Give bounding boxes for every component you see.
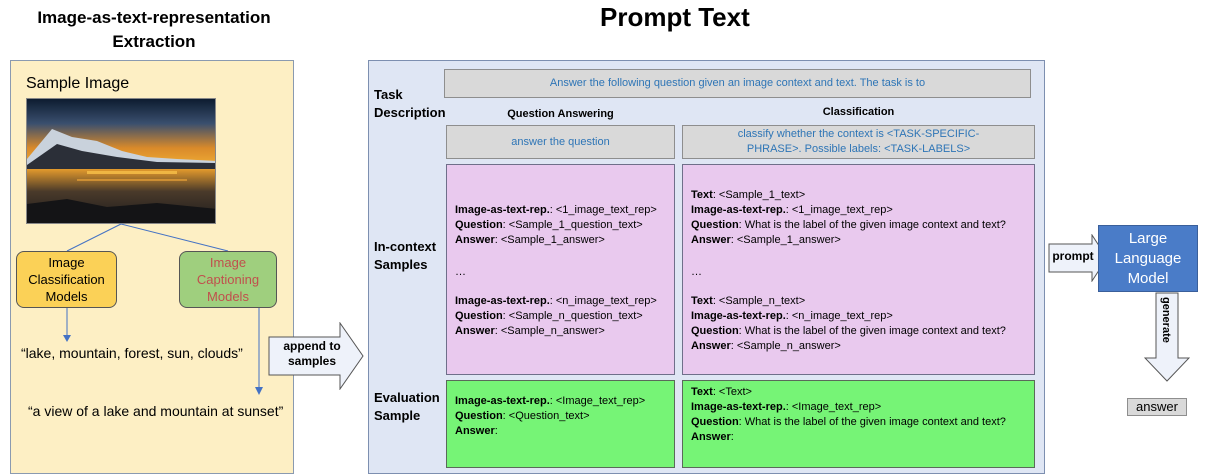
prompt-arrow-label: prompt bbox=[1052, 249, 1094, 263]
prompt-line-value: : <Question_text> bbox=[502, 410, 590, 422]
prompt-line: Question: What is the label of the given… bbox=[691, 324, 1006, 339]
prompt-line: Answer: bbox=[691, 430, 734, 445]
prompt-line: … bbox=[691, 265, 702, 280]
prompt-line-key: Image-as-text-rep. bbox=[455, 204, 550, 216]
classification-evaluation-box: Text: <Text>Image-as-text-rep.: <Image_t… bbox=[682, 380, 1035, 468]
prompt-line-key: Image-as-text-rep. bbox=[691, 204, 786, 216]
caption-output: “a view of a lake and mountain at sunset… bbox=[28, 403, 284, 419]
sample-image bbox=[26, 98, 216, 224]
prompt-line-value: … bbox=[455, 266, 466, 278]
classification-header: Classification bbox=[822, 106, 895, 118]
task-description-box: Answer the following question given an i… bbox=[444, 69, 1031, 98]
generate-label: generate bbox=[1160, 297, 1172, 343]
prompt-line-value: : <Sample_n_answer> bbox=[730, 340, 841, 352]
prompt-line: Question: <Sample_1_question_text> bbox=[455, 218, 643, 233]
prompt-line-value: : <n_image_text_rep> bbox=[785, 310, 893, 322]
prompt-line: Answer: bbox=[455, 424, 498, 439]
prompt-line-value: : bbox=[494, 425, 498, 437]
prompt-line-value: : <n_image_text_rep> bbox=[549, 295, 657, 307]
extraction-title: Image-as-text-representation Extraction bbox=[37, 8, 271, 51]
prompt-line: Image-as-text-rep.: <1_image_text_rep> bbox=[455, 203, 657, 218]
prompt-line-value: : <Sample_1_answer> bbox=[494, 234, 605, 246]
prompt-line-key: Question bbox=[691, 219, 739, 231]
extraction-connectors bbox=[63, 223, 263, 395]
qa-in-context-box: Image-as-text-rep.: <1_image_text_rep>Qu… bbox=[446, 164, 675, 375]
prompt-line-value: : <Text> bbox=[712, 386, 752, 398]
generate-arrow: generate bbox=[1144, 292, 1190, 382]
evaluation-sample-label: Evaluation Sample bbox=[374, 390, 440, 423]
prompt-line: Answer: <Sample_n_answer> bbox=[455, 324, 605, 339]
prompt-line-value: : <1_image_text_rep> bbox=[549, 204, 657, 216]
prompt-line-value: : <Sample_1_answer> bbox=[730, 234, 841, 246]
in-context-samples-label: In-context Samples bbox=[374, 239, 437, 272]
prompt-line-key: Text bbox=[691, 295, 713, 307]
prompt-line: Question: What is the label of the given… bbox=[691, 218, 1006, 233]
prompt-line-key: Question bbox=[455, 310, 503, 322]
classification-task-box: classify whether the context is <TASK-SP… bbox=[682, 125, 1035, 159]
prompt-text-title: Prompt Text bbox=[600, 2, 750, 32]
prompt-line: Image-as-text-rep.: <Image_text_rep> bbox=[455, 394, 645, 409]
prompt-line: Question: What is the label of the given… bbox=[691, 415, 1006, 430]
prompt-line-value: : What is the label of the given image c… bbox=[738, 219, 1006, 231]
prompt-line-value: : <Image_text_rep> bbox=[785, 401, 882, 413]
prompt-line: Text: <Sample_1_text> bbox=[691, 188, 805, 203]
prompt-line-key: Text bbox=[691, 386, 713, 398]
prompt-line-key: Answer bbox=[691, 431, 731, 443]
prompt-line-key: Question bbox=[455, 219, 503, 231]
prompt-line-key: Question bbox=[691, 416, 739, 428]
prompt-line: Image-as-text-rep.: <n_image_text_rep> bbox=[691, 309, 893, 324]
prompt-line-value: : <1_image_text_rep> bbox=[785, 204, 893, 216]
classification-output: “lake, mountain, forest, sun, clouds” bbox=[21, 345, 243, 361]
prompt-line-key: Answer bbox=[455, 234, 495, 246]
prompt-line-value: … bbox=[691, 266, 702, 278]
prompt-line-key: Image-as-text-rep. bbox=[691, 310, 786, 322]
prompt-line-key: Question bbox=[455, 410, 503, 422]
append-arrow bbox=[268, 322, 364, 390]
task-description-label: Task Description bbox=[374, 87, 446, 120]
prompt-line-key: Image-as-text-rep. bbox=[455, 295, 550, 307]
large-language-model-box: Large Language Model bbox=[1098, 225, 1198, 292]
prompt-line-key: Answer bbox=[691, 340, 731, 352]
classification-in-context-box: Text: <Sample_1_text>Image-as-text-rep.:… bbox=[682, 164, 1035, 375]
prompt-line-value: : <Sample_1_question_text> bbox=[502, 219, 643, 231]
prompt-line: Answer: <Sample_n_answer> bbox=[691, 339, 841, 354]
prompt-line-value: : What is the label of the given image c… bbox=[738, 325, 1006, 337]
sunset-lake-photo bbox=[27, 99, 215, 223]
prompt-line: Answer: <Sample_1_answer> bbox=[455, 233, 605, 248]
prompt-line: … bbox=[455, 265, 466, 280]
qa-task-box: answer the question bbox=[446, 125, 675, 159]
prompt-line: Question: <Question_text> bbox=[455, 409, 590, 424]
prompt-line: Text: <Sample_n_text> bbox=[691, 294, 805, 309]
prompt-line: Answer: <Sample_1_answer> bbox=[691, 233, 841, 248]
prompt-line-value: : <Sample_n_text> bbox=[712, 295, 806, 307]
image-captioning-models-box: Image Captioning Models bbox=[179, 251, 277, 308]
qa-evaluation-box: Image-as-text-rep.: <Image_text_rep>Ques… bbox=[446, 380, 675, 468]
prompt-line: Image-as-text-rep.: <n_image_text_rep> bbox=[455, 294, 657, 309]
question-answering-header: Question Answering bbox=[507, 108, 614, 120]
prompt-line-key: Image-as-text-rep. bbox=[455, 395, 550, 407]
prompt-line: Text: <Text> bbox=[691, 385, 752, 400]
prompt-line-key: Question bbox=[691, 325, 739, 337]
prompt-line-value: : <Sample_n_question_text> bbox=[502, 310, 643, 322]
prompt-line-key: Text bbox=[691, 189, 713, 201]
prompt-line-key: Answer bbox=[455, 425, 495, 437]
prompt-line-key: Answer bbox=[455, 325, 495, 337]
prompt-line-value: : <Sample_1_text> bbox=[712, 189, 806, 201]
answer-box: answer bbox=[1127, 398, 1187, 416]
prompt-line-value: : <Sample_n_answer> bbox=[494, 325, 605, 337]
prompt-line: Image-as-text-rep.: <Image_text_rep> bbox=[691, 400, 881, 415]
append-to-samples-label: append to samples bbox=[283, 339, 341, 368]
prompt-line-key: Answer bbox=[691, 234, 731, 246]
prompt-line-key: Image-as-text-rep. bbox=[691, 401, 786, 413]
image-classification-models-box: Image Classification Models bbox=[16, 251, 117, 308]
prompt-line: Image-as-text-rep.: <1_image_text_rep> bbox=[691, 203, 893, 218]
sample-image-label: Sample Image bbox=[26, 75, 130, 92]
prompt-line-value: : <Image_text_rep> bbox=[549, 395, 646, 407]
prompt-line-value: : What is the label of the given image c… bbox=[738, 416, 1006, 428]
prompt-line-value: : bbox=[730, 431, 734, 443]
prompt-line: Question: <Sample_n_question_text> bbox=[455, 309, 643, 324]
